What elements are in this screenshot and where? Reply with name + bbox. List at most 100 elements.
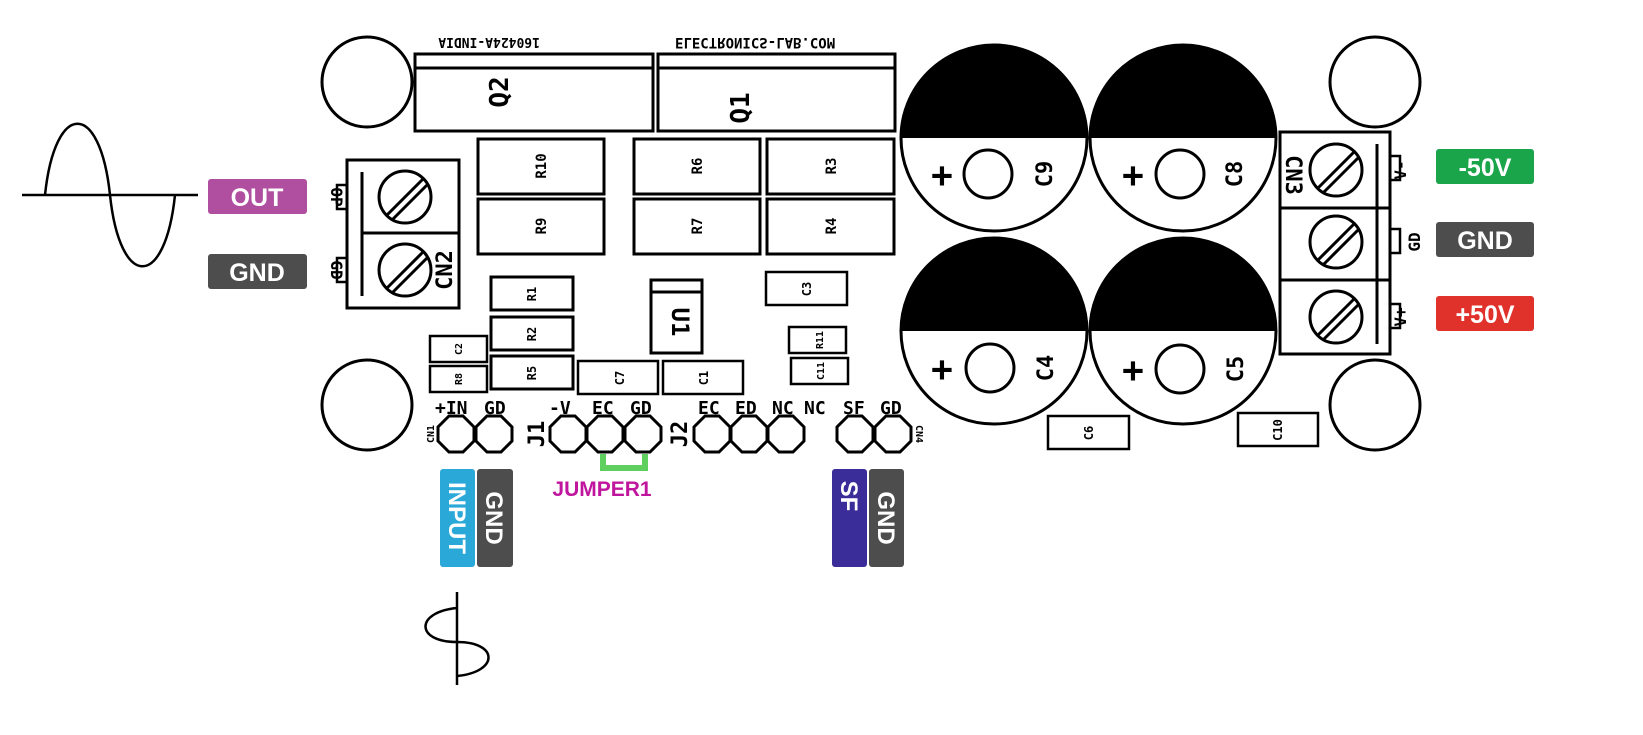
mounting-hole-top-right	[1328, 35, 1422, 129]
capacitor-c8: + C8	[1088, 43, 1278, 233]
cn3-pin-gd: GD	[1405, 232, 1424, 251]
label-plus50: +50V	[1436, 296, 1534, 331]
r1-label: R1	[525, 287, 539, 301]
c1-label: C1	[697, 371, 711, 385]
j2-label: J2	[668, 421, 693, 448]
resistor-r6: R6	[632, 137, 762, 196]
label-gnd-sf: GND	[869, 469, 904, 567]
resistor-r7: R7	[632, 197, 762, 256]
c8-label: C8	[1223, 161, 1248, 188]
label-sf-text: SF	[835, 481, 862, 512]
label-input-text: INPUT	[443, 482, 470, 554]
cn2-pin-op: OP	[327, 187, 346, 206]
c2-label: C2	[454, 343, 465, 355]
label-gnd-right-text: GND	[1457, 227, 1513, 255]
jumper1-label: JUMPER1	[552, 478, 652, 501]
j1-pin-v: -V	[549, 398, 571, 419]
label-gnd-left-text: GND	[229, 259, 285, 287]
r8-label: R8	[454, 373, 465, 385]
label-input: INPUT	[440, 469, 475, 567]
c5-plus: +	[1122, 350, 1144, 391]
c4-label: C4	[1034, 355, 1059, 382]
c9-label: C9	[1033, 161, 1058, 188]
label-gnd-left: GND	[208, 254, 307, 289]
label-gnd-input: GND	[477, 469, 513, 567]
cn4-label: CN4	[913, 425, 924, 443]
j2-pin-ec: EC	[698, 398, 720, 419]
resistor-r10: R10	[476, 137, 606, 196]
mounting-holes	[320, 35, 1422, 452]
screw-icon	[1308, 142, 1364, 198]
label-gnd-sf-text: GND	[872, 491, 899, 544]
c7-label: C7	[613, 371, 627, 385]
mounting-hole-top-left	[320, 35, 414, 129]
cn2-pin-gd: GD	[327, 260, 346, 279]
c10-label: C10	[1271, 419, 1285, 441]
resistor-r2: R2	[489, 315, 575, 352]
r4-label: R4	[824, 218, 840, 235]
label-out: OUT	[208, 179, 307, 214]
cn1-pin-gd: GD	[484, 398, 506, 419]
input-signal-icon	[424, 592, 490, 685]
sine-wave-icon	[22, 122, 198, 268]
capacitor-c4: + C4	[899, 236, 1089, 426]
r10-label: R10	[534, 153, 550, 178]
capacitor-c3: C3	[764, 270, 849, 307]
resistor-r11: R11	[787, 325, 848, 355]
label-minus50-text: -50V	[1459, 154, 1512, 182]
screw-icon	[1308, 214, 1364, 270]
header-j2	[692, 414, 806, 454]
resistor-r5: R5	[489, 354, 575, 391]
c5-label: C5	[1224, 356, 1249, 383]
cn4-pin-sf: SF	[843, 398, 865, 419]
screw-icon	[377, 169, 433, 225]
j1-pin-gd: GD	[630, 398, 652, 419]
capacitor-c1: C1	[661, 359, 745, 396]
r5-label: R5	[525, 366, 539, 380]
c3-label: C3	[800, 282, 814, 296]
label-gnd-input-text: GND	[480, 491, 507, 544]
board-code-text: 160424A-INDIA	[438, 34, 540, 49]
transistor-q1: Q1	[656, 52, 897, 133]
cn4-pin-nc: NC	[804, 398, 826, 419]
cn3-pin-vminus: V-	[1391, 160, 1410, 179]
c6-label: C6	[1082, 426, 1096, 440]
q2-label: Q2	[485, 76, 515, 107]
connector-cn3: CN3 V- GD V+	[1278, 130, 1424, 356]
r7-label: R7	[690, 218, 706, 235]
r11-label: R11	[815, 331, 826, 349]
r3-label: R3	[824, 158, 840, 175]
resistor-r4: R4	[765, 197, 896, 256]
label-gnd-right: GND	[1436, 222, 1534, 257]
ic-u1: U1	[649, 278, 704, 355]
j2-pin-ed: ED	[735, 398, 757, 419]
cn3-label: CN3	[1280, 155, 1305, 195]
screw-icon	[377, 242, 433, 298]
label-plus50-text: +50V	[1455, 301, 1514, 329]
mounting-hole-bottom-left	[320, 358, 414, 452]
label-minus50: -50V	[1436, 149, 1534, 184]
u1-label: U1	[666, 308, 694, 337]
cn2-label: CN2	[433, 250, 458, 290]
resistor-r9: R9	[476, 197, 606, 256]
screw-icon	[1308, 289, 1364, 345]
label-out-text: OUT	[231, 184, 284, 212]
q1-label: Q1	[726, 92, 756, 123]
cn1-pin-in: +IN	[435, 398, 468, 419]
resistor-r1: R1	[489, 275, 575, 312]
c9-plus: +	[931, 155, 953, 196]
board-site-text: ELECTRONICS-LAB.COM	[675, 34, 835, 50]
header-j1	[548, 414, 663, 454]
capacitor-c7: C7	[576, 359, 660, 396]
j1-pin-ec: EC	[592, 398, 614, 419]
j1-label: J1	[525, 421, 550, 448]
cn3-pin-vplus: V+	[1391, 307, 1410, 327]
capacitor-c11: C11	[789, 356, 850, 386]
resistor-r3: R3	[765, 137, 896, 196]
header-cn4	[835, 414, 913, 454]
c8-plus: +	[1122, 155, 1144, 196]
capacitor-c6: C6	[1046, 414, 1131, 451]
header-pin-labels: +IN GD -V EC GD EC ED NC NC SF GD	[435, 398, 902, 419]
cn4-pin-gd: GD	[880, 398, 902, 419]
